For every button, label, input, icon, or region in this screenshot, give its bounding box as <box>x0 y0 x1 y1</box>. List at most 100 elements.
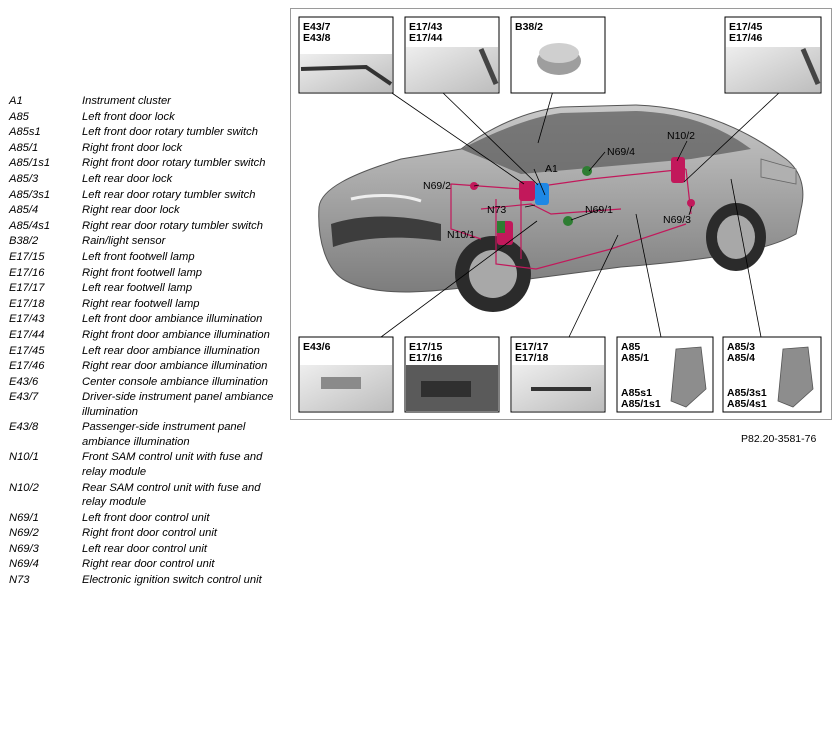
legend-code: E43/8 <box>9 421 39 434</box>
legend-code: E17/16 <box>9 266 45 279</box>
legend-description: Left rear door control unit <box>82 542 207 555</box>
callout-e17-43: E17/43 E17/44 <box>404 16 500 94</box>
component-markers <box>470 157 695 245</box>
legend-description: Right front door lock <box>82 141 183 154</box>
legend-description: Front SAM control unit with fuse and rel… <box>82 451 263 478</box>
legend-description: Right front door control unit <box>82 527 217 540</box>
callout-label: E17/16 <box>409 352 442 364</box>
component-n69-3 <box>687 199 695 207</box>
legend-description: Left rear door lock <box>82 172 173 185</box>
legend-code: B38/2 <box>9 235 39 248</box>
legend-row: A85s1 Left front door rotary tumbler swit… <box>9 125 279 140</box>
label-n10-1: N10/1 <box>447 229 475 241</box>
legend-description: Left front footwell lamp <box>82 250 195 263</box>
legend-description: Right front door rotary tumbler switch <box>82 157 266 170</box>
legend-description: Rain/light sensor <box>82 235 166 248</box>
callout-label: A85/1s1 <box>621 398 661 410</box>
legend-code: E17/18 <box>9 297 45 310</box>
legend-code: A1 <box>9 95 23 107</box>
legend-description: Electronic ignition switch control unit <box>82 574 262 587</box>
legend-code: E17/45 <box>9 344 45 357</box>
legend-row: E17/46 Right rear door ambiance illuminat… <box>9 359 279 374</box>
legend-row: E17/44 Right front door ambiance illumina… <box>9 328 279 343</box>
callout-label: A85/1 <box>621 352 649 364</box>
callout-e43-6: E43/6 <box>298 336 394 413</box>
callout-label: A85s1 <box>621 387 652 399</box>
legend-code: E17/43 <box>9 313 45 326</box>
car-labels: A1 N69/2 N69/4 N10/2 N73 N69/1 N10/1 N69… <box>423 130 695 241</box>
legend-description: Right rear door ambiance illumination <box>82 360 268 373</box>
legend-description: Right rear door lock <box>82 204 180 217</box>
legend-code: A85s1 <box>9 126 41 139</box>
callout-label: E43/6 <box>303 341 331 353</box>
label-n69-4: N69/4 <box>607 146 635 158</box>
legend-description: Rear SAM control unit with fuse and rela… <box>82 481 261 509</box>
legend-description: Right front door ambiance illumination <box>82 328 270 341</box>
callout-e17-17: E17/17 E17/18 <box>510 336 606 413</box>
callout-a85-3: A85/3 A85/4 A85/3s1 A85/4s1 <box>722 336 822 413</box>
callout-label: E17/17 <box>515 341 548 353</box>
legend-description: Left front door lock <box>82 110 175 123</box>
car-illustration <box>318 104 804 312</box>
legend-code: A85/1s1 <box>9 157 51 170</box>
label-n73: N73 <box>487 204 506 216</box>
legend-description: Left front door rotary tumbler switch <box>82 126 258 139</box>
legend-code: E43/7 <box>9 391 39 404</box>
callout-label: E43/8 <box>303 32 331 44</box>
legend-row: E17/17 Left rear footwell lamp <box>9 281 279 296</box>
legend-code: E43/6 <box>9 375 39 388</box>
legend-row: A85/1s1 Right front door rotary tumbler s… <box>9 156 279 171</box>
legend-code: E17/15 <box>9 250 45 263</box>
legend-row: B38/2 Rain/light sensor <box>9 234 279 249</box>
legend-code: A85/4s1 <box>9 219 51 232</box>
legend-description: Left rear footwell lamp <box>82 282 193 295</box>
diagram-svg: E43/7 E43/8 E17/43 E17/44 B38/2 E17/45 E… <box>298 16 822 413</box>
callout-label: A85/3 <box>727 341 755 353</box>
callout-label: A85/3s1 <box>727 387 767 399</box>
label-n69-2: N69/2 <box>423 180 451 192</box>
legend-code: A85/1 <box>9 141 39 154</box>
legend-description: Left rear door rotary tumbler switch <box>82 188 256 201</box>
legend-description: Passenger-side instrument panel ambiance… <box>82 421 246 448</box>
legend-description: Left front door control unit <box>82 511 210 524</box>
callout-label: A85/4 <box>727 352 755 364</box>
legend-description: Driver-side instrument panel ambiance il… <box>82 391 274 418</box>
legend-row: N10/2 Rear SAM control unit with fuse and… <box>9 481 279 510</box>
legend-description: Right rear door control unit <box>82 558 215 571</box>
component-n69-1 <box>563 216 573 226</box>
figure-code: P82.20-3581-76 <box>741 433 817 445</box>
legend-code: E17/46 <box>9 360 45 373</box>
legend-code: A85 <box>9 110 29 123</box>
component-a1-blue <box>535 183 549 205</box>
legend-code: N10/2 <box>9 481 39 494</box>
legend-code: N69/3 <box>9 542 39 555</box>
vehicle-diagram: E43/7 E43/8 E17/43 E17/44 B38/2 E17/45 E… <box>290 8 832 420</box>
callout-label: E17/46 <box>729 32 762 44</box>
callout-label: E17/43 <box>409 21 442 33</box>
callout-label: E43/7 <box>303 21 331 33</box>
legend-code: E17/17 <box>9 282 45 295</box>
callout-b38-2: B38/2 <box>510 16 606 94</box>
legend-description: Right front footwell lamp <box>82 266 203 279</box>
legend-row: N69/1 Left front door control unit <box>9 511 279 526</box>
callout-e17-45: E17/45 E17/46 <box>724 16 822 94</box>
legend-row: A1 Instrument cluster <box>9 94 279 109</box>
legend-description: Instrument cluster <box>82 95 171 107</box>
callout-label: A85 <box>621 341 640 353</box>
legend-code: N69/1 <box>9 511 39 524</box>
label-a1: A1 <box>545 163 558 175</box>
legend-row: E17/15 Left front footwell lamp <box>9 250 279 265</box>
legend-row: E17/16 Right front footwell lamp <box>9 266 279 281</box>
legend-code: E17/44 <box>9 328 45 341</box>
callout-e17-15: E17/15 E17/16 <box>404 336 500 413</box>
component-n69-4 <box>582 166 592 176</box>
callout-label: E17/44 <box>409 32 442 44</box>
